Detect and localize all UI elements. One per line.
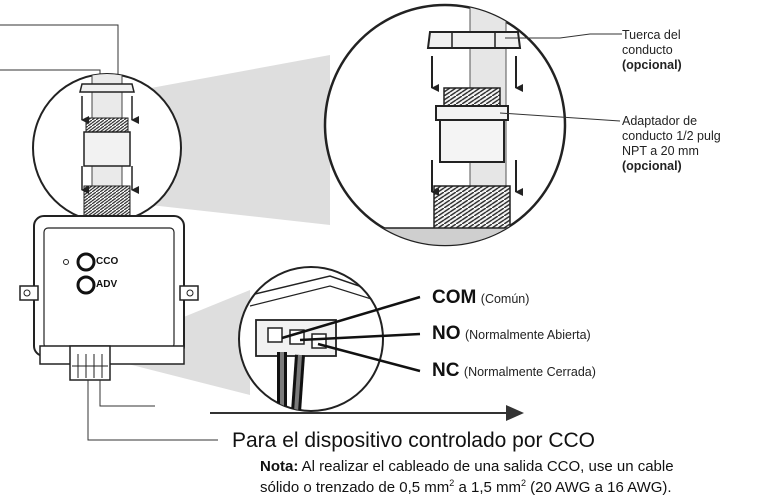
callout-adapter-line2: conducto 1/2 pulg: [622, 129, 721, 143]
callout-nut-line1: Tuerca del: [622, 28, 681, 42]
output-note-line1: Nota: Al realizar el cableado de una sal…: [260, 458, 674, 475]
output-note-text2b: a 1,5 mm: [454, 479, 521, 496]
terminal-com-desc: (Común): [480, 292, 530, 306]
output-arrowhead: [506, 405, 524, 421]
output-note-line2: sólido o trenzado de 0,5 mm2 a 1,5 mm2 (…: [260, 475, 674, 496]
output-note-text1: Al realizar el cableado de una salida CC…: [301, 458, 674, 475]
terminal-nc-label: NC: [432, 360, 460, 381]
terminal-no: NO (Normalmente Abierta): [432, 323, 591, 345]
callout-nut: Tuerca del conducto (opcional): [622, 28, 682, 73]
output-title: Para el dispositivo controlado por CCO: [232, 429, 596, 452]
cco-led-label: CCO: [96, 256, 119, 267]
com-leader: [281, 295, 421, 340]
terminal-com-label: COM: [432, 287, 477, 308]
terminal-nc: NC (Normalmente Cerrada): [432, 360, 596, 382]
adv-led: [76, 275, 96, 295]
leader-line-nut: [0, 24, 119, 88]
output-note-text2c: (20 AWG a 16 AWG).: [526, 479, 672, 496]
output-note-label: Nota:: [260, 458, 299, 475]
small-zoom-circle: [32, 73, 182, 223]
output-wire-line: [87, 380, 218, 441]
nc-leader: [317, 342, 421, 373]
sensor-device-body: [19, 215, 199, 381]
callout-adapter: Adaptador de conducto 1/2 pulg NPT a 20 …: [622, 114, 721, 174]
terminal-nc-desc: (Normalmente Cerrada): [463, 365, 596, 379]
callout-nut-optional: (opcional): [622, 58, 682, 72]
callout-line-adapter: [499, 112, 621, 122]
adv-led-label: ADV: [96, 279, 118, 290]
status-dot: [63, 259, 69, 265]
output-note-text2a: sólido o trenzado de 0,5 mm: [260, 479, 450, 496]
zoom-cone-top: [140, 55, 330, 225]
large-zoom-circle: [323, 3, 567, 247]
terminal-com: COM (Común): [432, 287, 529, 309]
terminal-no-label: NO: [432, 323, 461, 344]
output-wire-line-2: [99, 380, 155, 407]
callout-nut-line2: conducto: [622, 43, 673, 57]
cco-led: [76, 252, 96, 272]
callout-adapter-line3: NPT a 20 mm: [622, 144, 699, 158]
callout-line-nut: [505, 33, 622, 39]
output-note-sup2: 2: [520, 478, 526, 488]
output-note: Nota: Al realizar el cableado de una sal…: [260, 458, 674, 496]
callout-adapter-line1: Adaptador de: [622, 114, 698, 128]
no-leader: [299, 332, 421, 342]
output-note-sup1: 2: [449, 478, 455, 488]
terminal-no-desc: (Normalmente Abierta): [464, 328, 591, 342]
callout-adapter-optional: (opcional): [622, 159, 682, 173]
